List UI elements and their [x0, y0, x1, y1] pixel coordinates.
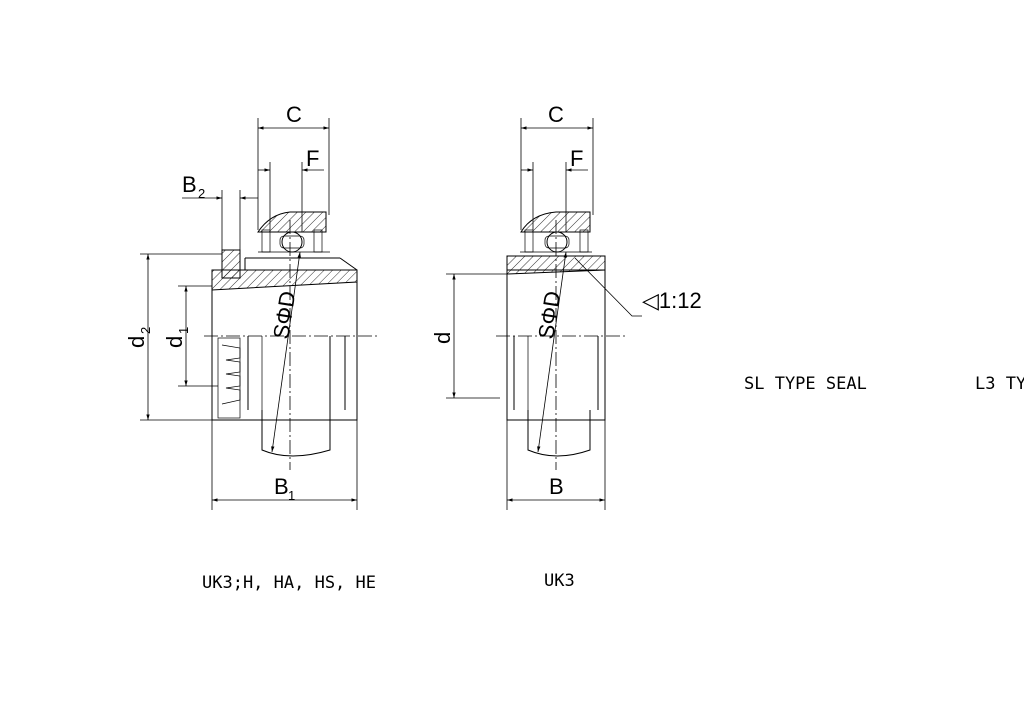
- left-seal-2: [313, 229, 323, 253]
- right-caption: UK3: [544, 571, 575, 591]
- right-outer-ring-section: [520, 211, 591, 233]
- left-outer-ring-section: [257, 211, 327, 233]
- right-seal-1: [524, 229, 534, 253]
- right-label-C: C: [548, 102, 564, 127]
- right-bearing-view: C F d SΦD B ◁1:12: [430, 102, 702, 510]
- left-sphere-diameter-line: [271, 251, 301, 453]
- right-label-d: d: [430, 332, 455, 344]
- left-label-F: F: [306, 146, 319, 171]
- right-ball: [546, 231, 568, 253]
- left-label-B1-sub: 1: [288, 488, 295, 503]
- left-bearing-view: C F B 2 d 2 d 1 SΦD B 1: [124, 102, 380, 510]
- left-collar-section: [221, 249, 241, 279]
- left-ball: [281, 231, 303, 253]
- left-caption: UK3;H, HA, HS, HE: [202, 573, 376, 593]
- left-seal-1: [261, 229, 271, 253]
- left-sphere-bottom: [261, 410, 331, 457]
- left-label-B1: B: [274, 474, 289, 499]
- right-label-sphere-diameter: SΦD: [533, 289, 565, 340]
- right-seal-2: [579, 229, 589, 253]
- left-label-B2: B: [182, 172, 197, 197]
- left-label-d1: d: [162, 336, 187, 348]
- right-sphere-diameter-line: [537, 251, 567, 453]
- left-setscrew-thread: [221, 344, 241, 405]
- left-label-sphere-diameter: SΦD: [268, 289, 300, 340]
- right-label-F: F: [570, 146, 583, 171]
- sl-type-seal-caption: SL TYPE SEAL: [744, 374, 867, 394]
- right-inner-ring-section: [506, 255, 606, 275]
- left-setscrew-area: [217, 337, 241, 419]
- left-label-d2-sub: 2: [138, 327, 153, 334]
- left-label-B2-sub: 2: [198, 186, 205, 201]
- l3-type-seal-caption: L3 TY: [975, 374, 1024, 394]
- left-label-d1-sub: 1: [176, 327, 191, 334]
- right-taper-ratio: ◁1:12: [642, 288, 702, 313]
- left-label-d2: d: [124, 336, 149, 348]
- right-label-B: B: [549, 474, 564, 499]
- left-label-C: C: [286, 102, 302, 127]
- right-sphere-bottom: [527, 410, 591, 457]
- right-taper-leader: [574, 257, 642, 317]
